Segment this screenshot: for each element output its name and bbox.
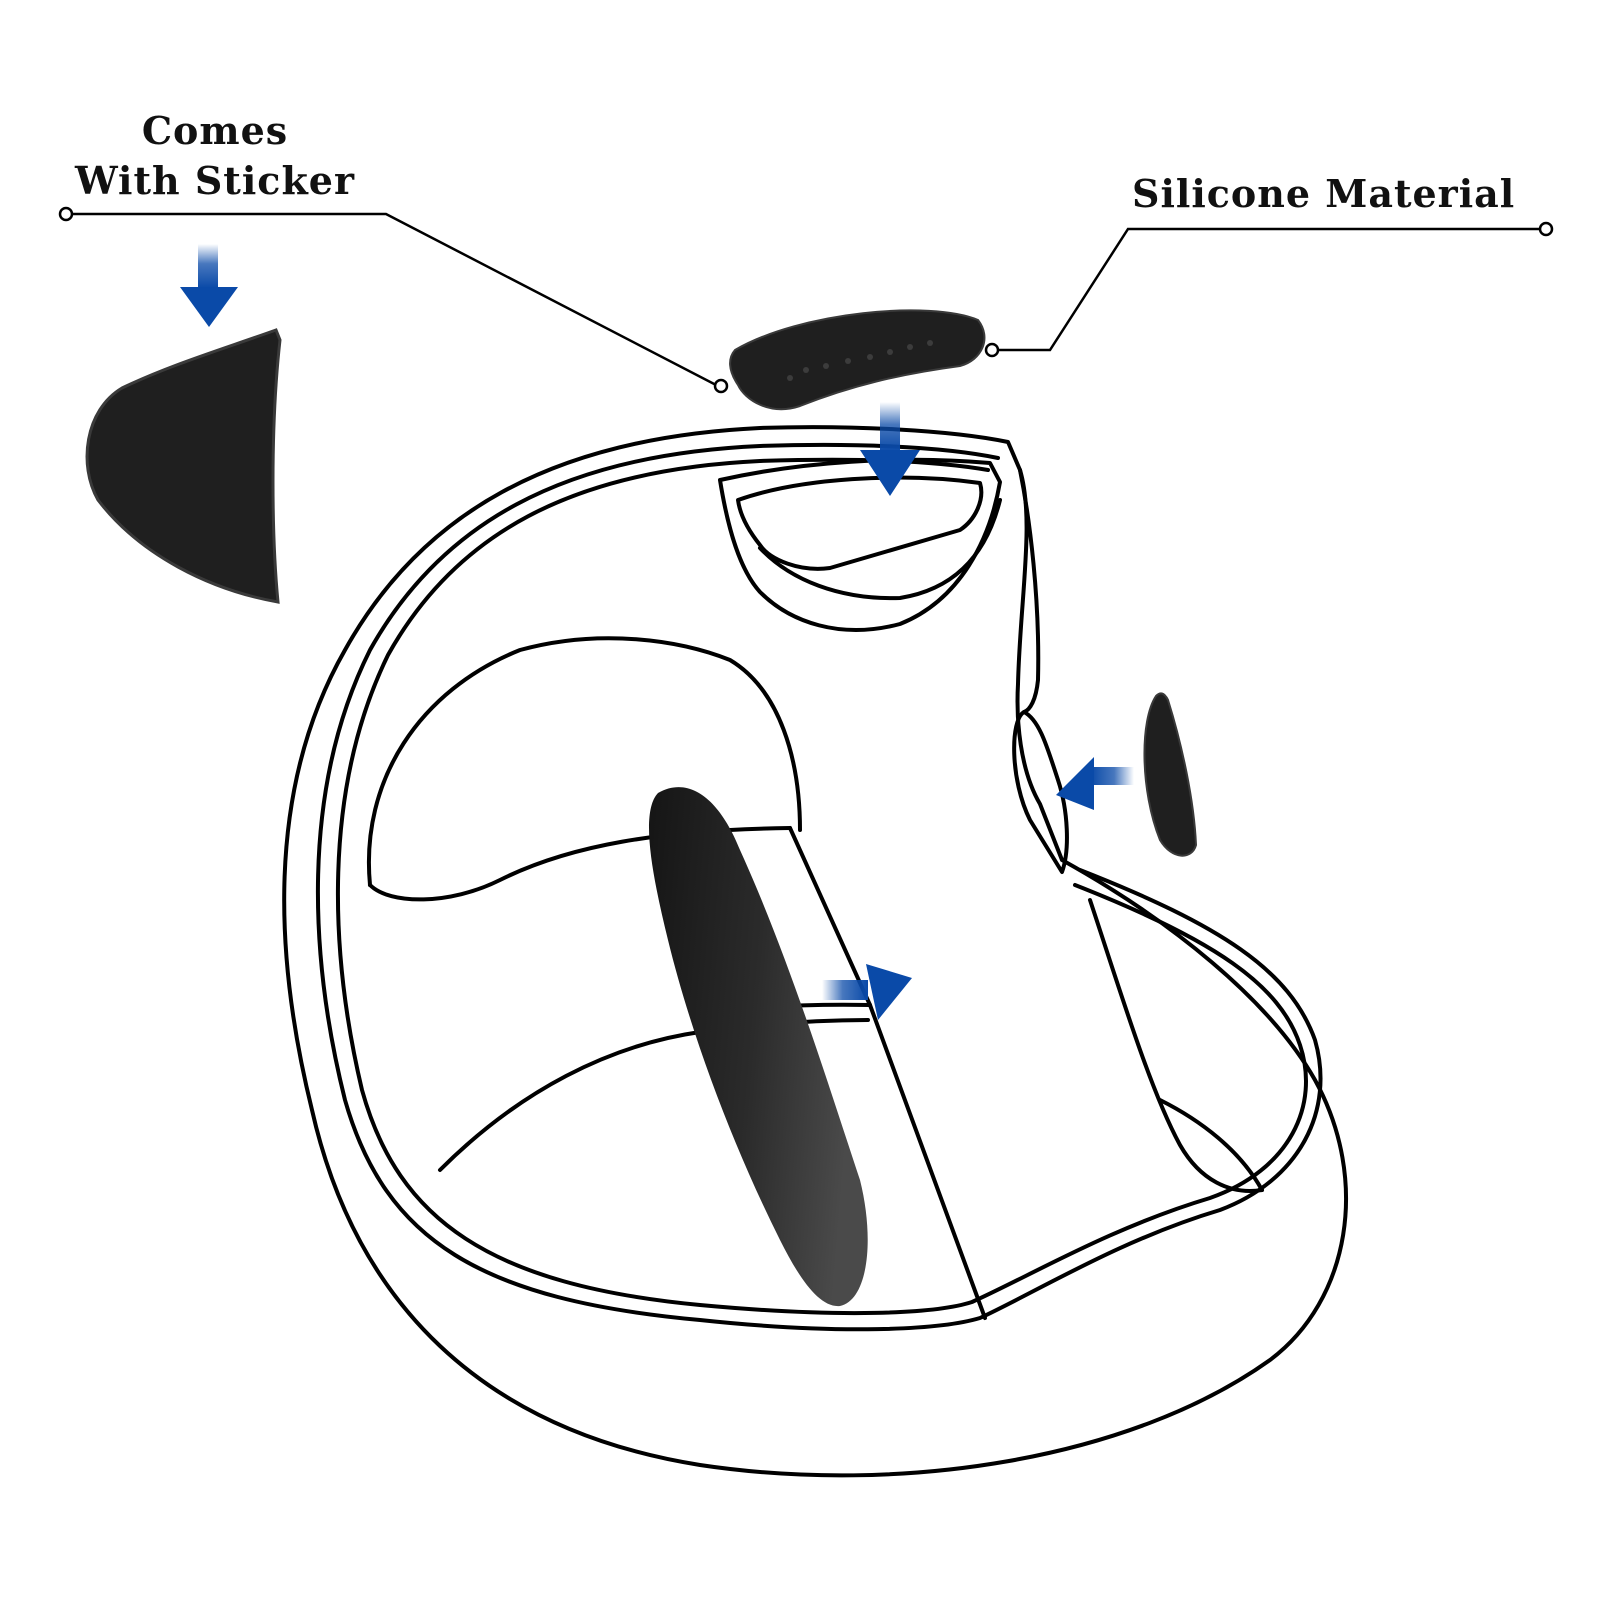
side-pad [1143, 692, 1198, 857]
callout-label-comes-with-sticker: Comes With Sticker [50, 106, 380, 206]
callout-label-text: Silicone Material [1132, 171, 1516, 216]
controller-outer-shell [282, 425, 1348, 1478]
triangle-pad-with-sticker [85, 328, 282, 604]
blue-gradient-arrow-icon [860, 402, 920, 496]
open-circle-icon [713, 378, 729, 394]
controller-outline [282, 425, 1348, 1478]
callout-label-silicone-material: Silicone Material [1132, 169, 1516, 219]
controller-touchpad-opening [736, 475, 984, 571]
callout-label-line2: With Sticker [75, 158, 355, 203]
callout-line-left [66, 212, 719, 388]
controller-inner-rim-2 [335, 457, 1308, 1316]
open-circle-icon [58, 206, 74, 222]
controller-inner-rim [315, 442, 1323, 1332]
top-pad [729, 309, 986, 411]
arrows [180, 244, 1134, 1020]
blue-gradient-arrow-icon [1056, 757, 1134, 810]
grip-pad [649, 787, 868, 1307]
blue-gradient-arrow-icon [180, 244, 238, 327]
controller-right-grip-inner [1158, 1098, 1264, 1192]
open-circle-icon [984, 342, 1000, 358]
controller-strap [1018, 468, 1041, 714]
blue-gradient-arrow-icon [822, 964, 912, 1020]
silicone-pads [85, 309, 1198, 1307]
top-pad-dots [787, 340, 933, 381]
controller-right-grip [1088, 898, 1264, 1193]
controller-lower-bar [758, 498, 1002, 601]
controller-band-line-2 [438, 1018, 870, 1172]
callout-dots [58, 206, 1554, 394]
open-circle-icon [1538, 221, 1554, 237]
callout-line-right [994, 227, 1546, 352]
controller-trigger-loop [1012, 710, 1069, 874]
callout-lines [66, 212, 1546, 388]
callout-label-line1: Comes [141, 108, 289, 153]
controller-grip-inner [366, 636, 802, 887]
